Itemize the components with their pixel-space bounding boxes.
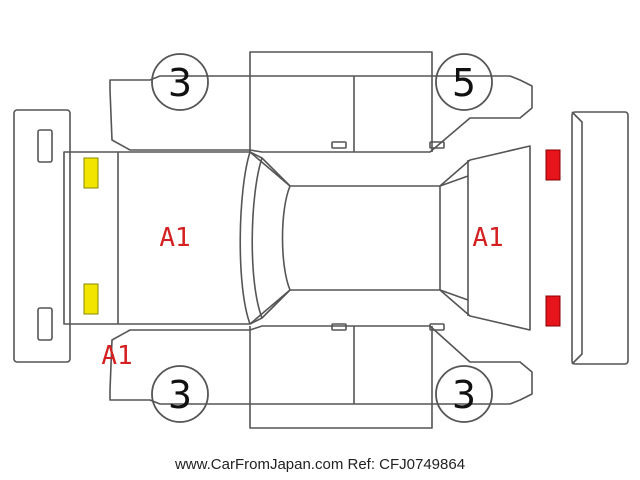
right-side-body [109, 323, 533, 429]
rear-bumper [571, 111, 629, 365]
damage-mark-front-corner: A1 [101, 341, 132, 371]
top-view-body [63, 145, 531, 331]
left-side-body [109, 51, 533, 153]
tire-front-right-circle [151, 365, 209, 423]
front-left-lamp [83, 157, 99, 189]
tire-rear-right-rating: 3 [452, 373, 476, 417]
tire-rear-right-circle [435, 365, 493, 423]
tire-front-left-circle [151, 53, 209, 111]
damage-mark-hood: A1 [159, 223, 190, 253]
source-reference: www.CarFromJapan.com Ref: CFJ0749864 [174, 456, 466, 473]
tire-front-right-rating: 3 [168, 373, 192, 417]
front-bumper [13, 109, 71, 363]
damage-mark-rear-glass: A1 [472, 223, 503, 253]
front-right-lamp [83, 283, 99, 315]
tire-front-left-rating: 3 [168, 61, 192, 105]
rear-left-lamp [545, 149, 561, 181]
rear-right-lamp [545, 295, 561, 327]
tire-rear-left-rating: 5 [452, 61, 476, 105]
tire-rear-left-circle [435, 53, 493, 111]
